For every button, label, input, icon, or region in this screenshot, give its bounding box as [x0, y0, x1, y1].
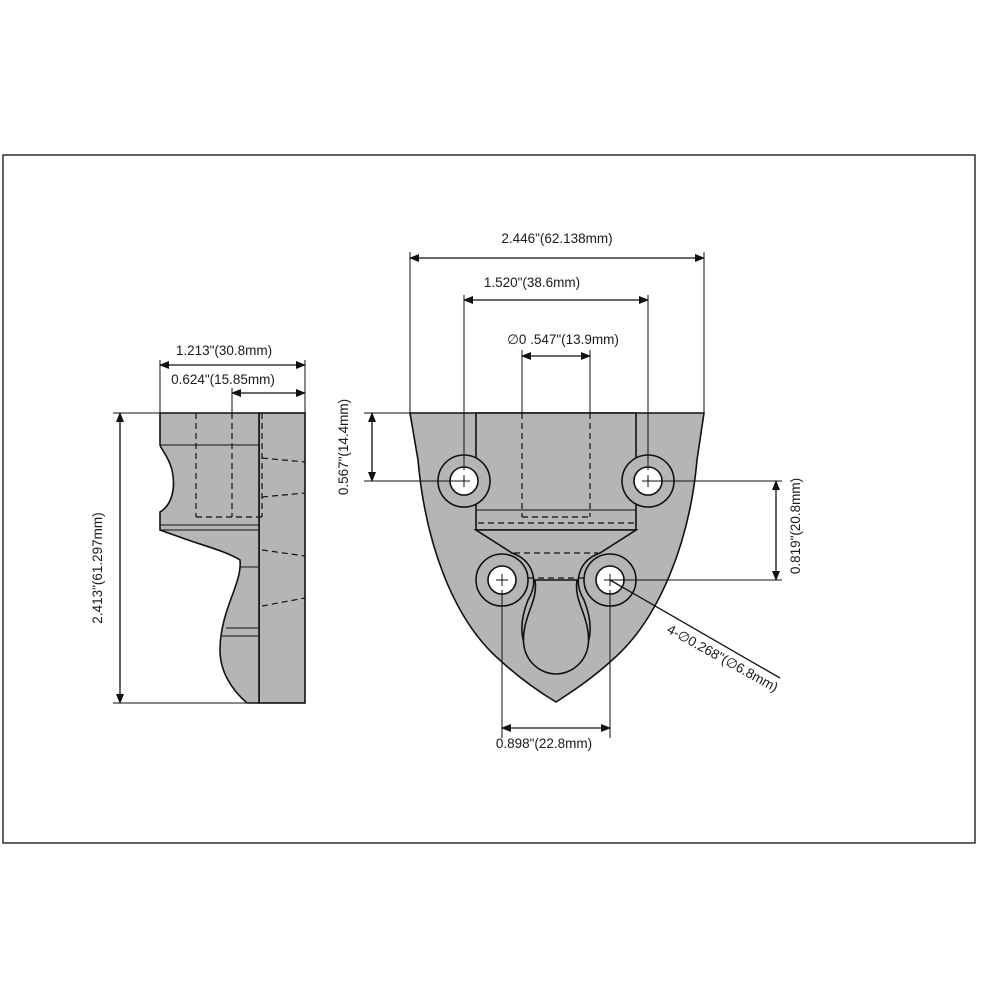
- front-view-block: [475, 412, 637, 531]
- side-height-total-label: 2.413"(61.297mm): [90, 512, 105, 623]
- front-hole-callout-label: 4-∅0.268"(∅6.8mm): [665, 622, 781, 695]
- front-width-total-label: 2.446"(62.138mm): [501, 231, 612, 246]
- front-top-to-hole-label: 0.567"(14.4mm): [336, 399, 351, 495]
- front-hole-row-spacing-label: 0.819"(20.8mm): [788, 478, 803, 574]
- side-view-body: [159, 412, 260, 704]
- front-hole-spacing-bottom-label: 0.898"(22.8mm): [496, 736, 592, 751]
- front-slot-diameter-label: ∅0 .547"(13.9mm): [507, 332, 619, 347]
- side-view: 1.213"(30.8mm) 0.624"(15.85mm) 2.413"(61…: [90, 343, 306, 704]
- side-width-total-label: 1.213"(30.8mm): [176, 343, 272, 358]
- front-view-keyhole-slot: [522, 579, 590, 675]
- side-view-back-plate: [258, 412, 306, 704]
- front-hole-spacing-top-label: 1.520"(38.6mm): [484, 275, 580, 290]
- front-view: 2.446"(62.138mm) 1.520"(38.6mm) ∅0 .547"…: [336, 231, 803, 751]
- drawing-frame: [2, 154, 976, 844]
- side-width-partial-label: 0.624"(15.85mm): [171, 372, 275, 387]
